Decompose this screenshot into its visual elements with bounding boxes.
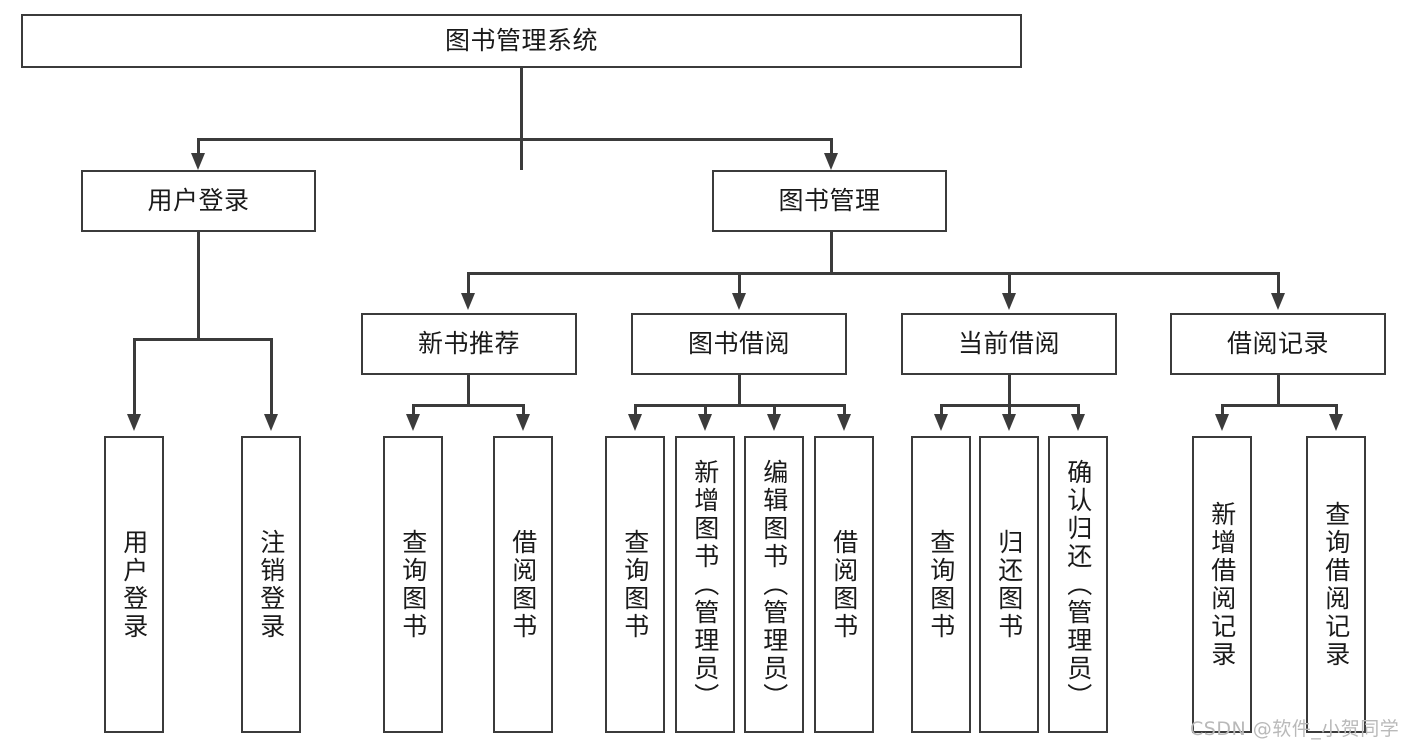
- node-leaf-query-record[interactable]: 查询借阅记录: [1306, 436, 1366, 733]
- edge-bb-drop-4: [843, 404, 846, 416]
- edge-borrow-record-bus: [1221, 404, 1337, 407]
- edge-root-bus: [197, 138, 833, 141]
- edge-bm-drop-current-borrow: [1008, 272, 1011, 296]
- edge-new-book-rec-stem: [467, 375, 470, 406]
- arrow-to-book-manage: [824, 153, 838, 170]
- node-leaf-add-book-label: 新增图书（管理员）: [690, 458, 720, 711]
- node-leaf-logout[interactable]: 注销登录: [241, 436, 301, 733]
- node-leaf-logout-label: 注销登录: [256, 528, 286, 641]
- node-borrow-record-label: 借阅记录: [1226, 329, 1329, 359]
- edge-bm-drop-borrow-record: [1277, 272, 1280, 296]
- edge-user-login-drop-2: [270, 338, 273, 416]
- node-new-book-rec[interactable]: 新书推荐: [361, 313, 577, 375]
- node-leaf-borrow-book-1-label: 借阅图书: [508, 528, 538, 641]
- node-leaf-user-login[interactable]: 用户登录: [104, 436, 164, 733]
- arrow-to-leaf-logout: [264, 414, 278, 431]
- node-borrow-record[interactable]: 借阅记录: [1170, 313, 1386, 375]
- edge-user-login-bus: [133, 338, 272, 341]
- edge-new-book-rec-bus: [412, 404, 524, 407]
- edge-book-borrow-stem: [738, 375, 741, 406]
- edge-br-drop-1: [1221, 404, 1224, 416]
- node-leaf-query-book-1[interactable]: 查询图书: [383, 436, 443, 733]
- edge-root-drop-user-login: [197, 138, 200, 158]
- node-book-borrow[interactable]: 图书借阅: [631, 313, 847, 375]
- node-current-borrow[interactable]: 当前借阅: [901, 313, 1117, 375]
- node-leaf-borrow-book-2[interactable]: 借阅图书: [814, 436, 874, 733]
- edge-cb-drop-3: [1077, 404, 1080, 416]
- node-current-borrow-label: 当前借阅: [957, 329, 1060, 359]
- node-leaf-query-book-2[interactable]: 查询图书: [605, 436, 665, 733]
- node-leaf-query-book-1-label: 查询图书: [398, 528, 428, 641]
- arrow-to-leaf-borrow-book-2: [837, 414, 851, 431]
- node-leaf-query-book-3-label: 查询图书: [926, 528, 956, 641]
- node-user-login-label: 用户登录: [147, 186, 250, 216]
- edge-bm-drop-book-borrow: [738, 272, 741, 296]
- arrow-to-leaf-user-login: [127, 414, 141, 431]
- node-leaf-edit-book[interactable]: 编辑图书（管理员）: [744, 436, 804, 733]
- watermark: CSDN @软件_小贺同学: [1190, 718, 1400, 740]
- node-book-manage-label: 图书管理: [778, 186, 881, 216]
- arrow-to-new-book-rec: [461, 293, 475, 310]
- node-user-login[interactable]: 用户登录: [81, 170, 316, 232]
- edge-cb-drop-1: [940, 404, 943, 416]
- node-new-book-rec-label: 新书推荐: [417, 329, 520, 359]
- arrow-to-user-login: [191, 153, 205, 170]
- arrow-to-leaf-query-book-1: [406, 414, 420, 431]
- edge-cb-drop-2: [1008, 404, 1011, 416]
- node-leaf-return-book[interactable]: 归还图书: [979, 436, 1039, 733]
- edge-book-manage-bus: [467, 272, 1279, 275]
- edge-bb-drop-1: [634, 404, 637, 416]
- arrow-to-current-borrow: [1002, 293, 1016, 310]
- edge-book-borrow-bus: [634, 404, 846, 407]
- edge-nbr-drop-1: [412, 404, 415, 416]
- edge-br-drop-2: [1335, 404, 1338, 416]
- node-leaf-borrow-book-2-label: 借阅图书: [829, 528, 859, 641]
- edge-user-login-drop-1: [133, 338, 136, 416]
- edge-bb-drop-3: [773, 404, 776, 416]
- node-leaf-add-record[interactable]: 新增借阅记录: [1192, 436, 1252, 733]
- node-leaf-add-record-label: 新增借阅记录: [1207, 500, 1237, 669]
- arrow-to-book-borrow: [732, 293, 746, 310]
- arrow-to-leaf-edit-book: [767, 414, 781, 431]
- node-root[interactable]: 图书管理系统: [21, 14, 1022, 68]
- node-root-label: 图书管理系统: [444, 26, 598, 56]
- node-leaf-return-book-label: 归还图书: [994, 528, 1024, 641]
- node-leaf-borrow-book-1[interactable]: 借阅图书: [493, 436, 553, 733]
- node-book-borrow-label: 图书借阅: [687, 329, 790, 359]
- edge-book-manage-stem: [830, 232, 833, 274]
- node-leaf-user-login-label: 用户登录: [119, 528, 149, 641]
- edge-current-borrow-stem: [1008, 375, 1011, 406]
- edge-bb-drop-2: [704, 404, 707, 416]
- node-leaf-query-book-2-label: 查询图书: [620, 528, 650, 641]
- arrow-to-leaf-add-book: [698, 414, 712, 431]
- edge-borrow-record-stem: [1277, 375, 1280, 406]
- arrow-to-leaf-return-book: [1002, 414, 1016, 431]
- arrow-to-leaf-query-record: [1329, 414, 1343, 431]
- edge-nbr-drop-2: [522, 404, 525, 416]
- arrow-to-borrow-record: [1271, 293, 1285, 310]
- node-leaf-add-book[interactable]: 新增图书（管理员）: [675, 436, 735, 733]
- edge-root-stem: [520, 68, 523, 170]
- edge-bm-drop-new-book-rec: [467, 272, 470, 296]
- node-leaf-confirm-return[interactable]: 确认归还（管理员）: [1048, 436, 1108, 733]
- node-leaf-edit-book-label: 编辑图书（管理员）: [759, 458, 789, 711]
- edge-root-drop-book-manage: [830, 138, 833, 158]
- edge-user-login-stem: [197, 232, 200, 340]
- arrow-to-leaf-borrow-book-1: [516, 414, 530, 431]
- node-book-manage[interactable]: 图书管理: [712, 170, 947, 232]
- arrow-to-leaf-query-book-3: [934, 414, 948, 431]
- node-leaf-confirm-return-label: 确认归还（管理员）: [1063, 458, 1093, 711]
- arrow-to-leaf-add-record: [1215, 414, 1229, 431]
- node-leaf-query-record-label: 查询借阅记录: [1321, 500, 1351, 669]
- arrow-to-leaf-confirm-return: [1071, 414, 1085, 431]
- node-leaf-query-book-3[interactable]: 查询图书: [911, 436, 971, 733]
- arrow-to-leaf-query-book-2: [628, 414, 642, 431]
